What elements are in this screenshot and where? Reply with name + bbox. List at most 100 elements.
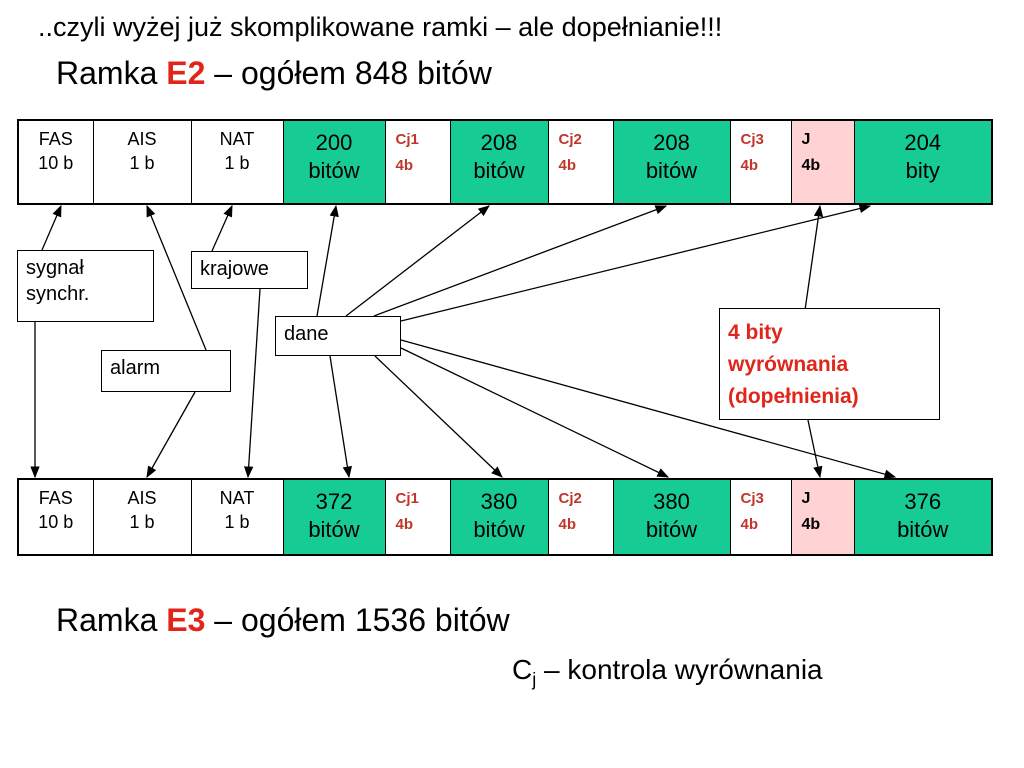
e2-title-pre: Ramka: [56, 55, 167, 91]
e2-field-2-content: NAT 1 b: [192, 121, 283, 175]
e2-field-1-content: AIS 1 b: [94, 121, 191, 175]
e3-field-9-size: 4b: [801, 516, 821, 533]
e3-field-10-label: 376: [904, 489, 942, 514]
e2-field-9-label: J: [801, 131, 811, 148]
e2-field-7-size: bitów: [645, 158, 698, 183]
arrow-dane-bottom-3: [400, 347, 670, 478]
e3-field-5-size: bitów: [473, 517, 525, 542]
e2-field-1-label: AIS: [127, 129, 157, 149]
e3-field-10: 376 bitów: [853, 478, 993, 556]
e3-field-0: FAS 10 b: [17, 478, 94, 556]
justification-label-1: 4 bity: [728, 321, 783, 344]
e3-field-3: 372 bitów: [282, 478, 386, 556]
e3-title-code: E3: [166, 602, 206, 638]
e3-field-0-size: 10 b: [38, 512, 74, 532]
e3-title: Ramka E3 – ogółem 1536 bitów: [56, 602, 510, 639]
e3-field-1: AIS 1 b: [92, 478, 192, 556]
e2-field-4-size: 4b: [395, 157, 414, 174]
e3-field-1-content: AIS 1 b: [94, 480, 191, 534]
e2-field-9-size: 4b: [801, 157, 821, 174]
arrow-dane-bottom-1: [329, 355, 352, 479]
e3-field-3-label: 372: [315, 489, 353, 514]
e3-field-4-label: Cj1: [395, 490, 419, 507]
arrow-dane-top-1: [316, 204, 339, 317]
sync-signal-label-1: sygnał: [26, 257, 84, 279]
e2-field-4-content: Cj1 4b: [386, 121, 450, 179]
e3-field-10-size: bitów: [897, 517, 949, 542]
legend-subscript: j: [532, 669, 537, 690]
e2-field-8-content: Cj3 4b: [731, 121, 791, 179]
e3-field-0-label: FAS: [38, 488, 73, 508]
sync-signal-label-2: synchr.: [26, 283, 90, 305]
e3-field-0-content: FAS 10 b: [19, 480, 93, 534]
arrow-dane-top-3: [373, 205, 668, 317]
e3-field-2-size: 1 b: [224, 512, 250, 532]
e2-field-0-size: 10 b: [38, 153, 74, 173]
arrow-dane-top-2: [345, 205, 490, 317]
e2-field-5-size: bitów: [473, 158, 525, 183]
e2-field-1: AIS 1 b: [92, 119, 192, 205]
e2-field-10: 204 bity: [853, 119, 993, 205]
e3-field-9-label: J: [801, 490, 811, 507]
e2-field-7-label: 208: [653, 130, 690, 155]
e2-field-1-size: 1 b: [129, 153, 155, 173]
justification-label-2: wyrównania: [728, 353, 849, 376]
e2-field-8-label: Cj3: [740, 131, 764, 148]
e2-field-5-label: 208: [480, 130, 518, 155]
arrow-dane-bottom-4: [400, 339, 897, 479]
arrow-justif-up: [804, 204, 824, 311]
e2-field-10-label: 204: [904, 130, 942, 155]
arrow-alarm-down: [146, 391, 196, 479]
e2-field-7-content: 208 bitów: [614, 121, 730, 185]
arrow-alarm-up: [146, 204, 207, 351]
e2-field-8-size: 4b: [740, 157, 759, 174]
krajowe-label: krajowe: [200, 258, 269, 280]
e2-field-9: J 4b: [790, 119, 855, 205]
arrow-krajowe-up: [211, 204, 233, 252]
e3-field-1-label: AIS: [127, 488, 157, 508]
dane-box: dane: [275, 316, 401, 356]
slide-subtitle: ..czyli wyżej już skomplikowane ramki – …: [38, 12, 723, 42]
arrow-dane-bottom-2: [374, 355, 503, 478]
e3-field-2-content: NAT 1 b: [192, 480, 283, 534]
e2-field-2-label: NAT: [219, 129, 255, 149]
e2-field-5: 208 bitów: [449, 119, 549, 205]
e2-field-2-size: 1 b: [224, 153, 250, 173]
e3-field-1-size: 1 b: [129, 512, 155, 532]
e2-title-post: – ogółem 848 bitów: [205, 55, 492, 91]
dane-label: dane: [284, 323, 329, 345]
e3-field-6-content: Cj2 4b: [549, 480, 613, 538]
e3-title-post: – ogółem 1536 bitów: [205, 602, 510, 638]
e3-field-10-content: 376 bitów: [855, 480, 992, 544]
e2-field-4-label: Cj1: [395, 131, 419, 148]
e2-field-10-size: bity: [905, 158, 940, 183]
arrow-krajowe-down: [244, 288, 261, 479]
e3-field-6-size: 4b: [558, 516, 577, 533]
e3-field-2-label: NAT: [219, 488, 255, 508]
justification-box: 4 bity wyrównania (dopełnienia): [719, 308, 940, 420]
alarm-box: alarm: [101, 350, 231, 392]
e3-field-3-content: 372 bitów: [284, 480, 385, 544]
e2-field-7: 208 bitów: [612, 119, 731, 205]
e3-field-8-label: Cj3: [740, 490, 764, 507]
e2-field-10-content: 204 bity: [855, 121, 992, 185]
e2-field-9-content: J 4b: [792, 121, 854, 179]
e3-field-7-size: bitów: [645, 517, 698, 542]
justification-label-3: (dopełnienia): [728, 385, 859, 408]
e2-field-8: Cj3 4b: [729, 119, 792, 205]
e3-field-3-size: bitów: [308, 517, 360, 542]
e3-field-6-label: Cj2: [558, 490, 582, 507]
